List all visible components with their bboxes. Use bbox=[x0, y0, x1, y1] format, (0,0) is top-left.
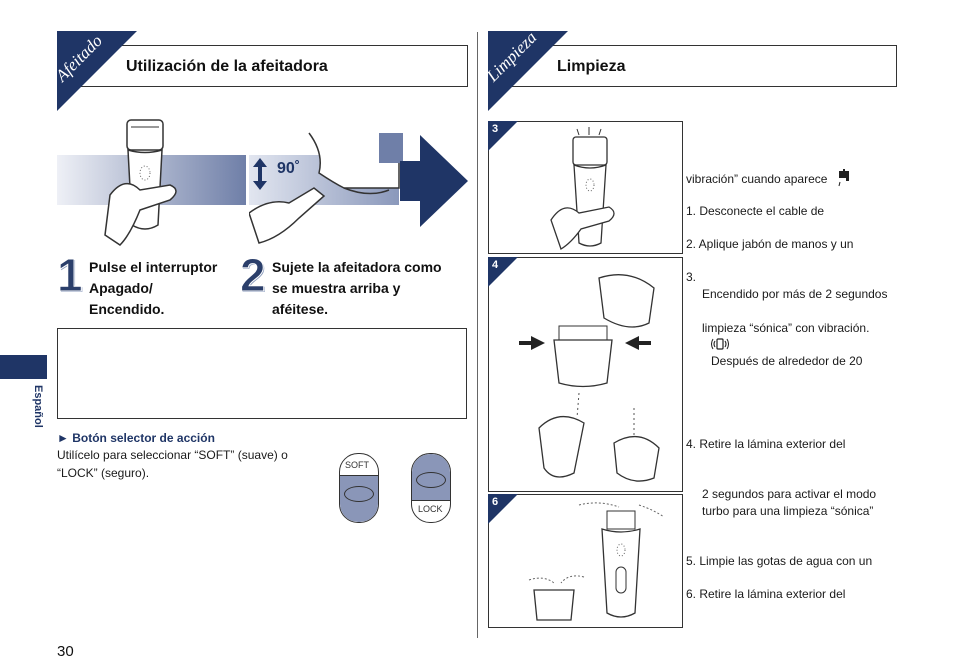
right-section-title: Limpieza bbox=[557, 58, 626, 75]
vibration-icon bbox=[711, 338, 729, 350]
lock-label: LOCK bbox=[418, 504, 443, 514]
left-section-title: Utilización de la afeitadora bbox=[126, 58, 328, 75]
shaver-hand-illustration bbox=[104, 119, 177, 246]
figure-3-badge bbox=[488, 121, 518, 151]
cleaning-line-10: turbo para una limpieza “sónica” bbox=[702, 504, 874, 518]
cleaning-line-7: Después de alrededor de 20 bbox=[711, 354, 863, 368]
side-tab-label: Español bbox=[32, 385, 44, 428]
figure-6-badge bbox=[488, 494, 518, 524]
figure-4-badge bbox=[488, 257, 518, 287]
note-box bbox=[57, 328, 467, 419]
figure-6-badge-number: 6 bbox=[492, 496, 499, 508]
cleaning-line-2: 1. Desconecte el cable de bbox=[686, 204, 825, 218]
cleaning-line-5: Encendido por más de 2 segundos bbox=[702, 287, 888, 301]
angle-arrow-icon bbox=[253, 158, 267, 190]
left-section-header-box bbox=[57, 45, 468, 87]
figure-4-frame bbox=[488, 257, 683, 492]
selector-title: ► Botón selector de acción bbox=[57, 431, 215, 445]
figure-3-frame bbox=[488, 121, 683, 254]
big-right-arrow-icon bbox=[400, 135, 468, 227]
figure-6-frame bbox=[488, 494, 683, 628]
step-1-number: 1 bbox=[57, 249, 84, 302]
selector-desc-line-1: Utilícelo para seleccionar “SOFT” (suave… bbox=[57, 448, 288, 462]
right-section-tab-triangle bbox=[488, 31, 568, 111]
faucet-icon bbox=[838, 169, 849, 187]
cleaning-line-1: vibración” cuando aparece bbox=[686, 172, 828, 186]
figure-4-illustration bbox=[519, 274, 660, 482]
page-divider bbox=[477, 32, 478, 638]
step-2-text: Sujete la afeitadora como se muestra arr… bbox=[272, 259, 442, 317]
step-2-number: 2 bbox=[240, 249, 267, 302]
page-number: 30 bbox=[57, 643, 74, 660]
cleaning-line-6: limpieza “sónica” con vibración. bbox=[702, 321, 870, 335]
figure-6-illustration bbox=[528, 502, 665, 621]
figure-4-badge-number: 4 bbox=[492, 259, 499, 271]
cleaning-line-8: 4. Retire la lámina exterior del bbox=[686, 437, 846, 451]
selector-desc-line-2: “LOCK” (seguro). bbox=[57, 466, 150, 480]
cleaning-line-4: 3. bbox=[686, 270, 697, 284]
lock-switch bbox=[411, 453, 451, 523]
side-tab bbox=[0, 355, 47, 379]
cleaning-line-9: 2 segundos para activar el modo bbox=[702, 487, 877, 501]
figure-3-badge-number: 3 bbox=[492, 123, 499, 135]
step-1-text: Pulse el interruptor Apagado/ Encendido. bbox=[89, 259, 218, 317]
cleaning-line-11: 5. Limpie las gotas de agua con un bbox=[686, 554, 873, 568]
cleaning-line-12: 6. Retire la lámina exterior del bbox=[686, 587, 846, 601]
soft-label: SOFT bbox=[345, 460, 369, 470]
left-section-tab-triangle bbox=[57, 31, 137, 111]
figure-3-illustration bbox=[550, 127, 615, 250]
face-shaving-illustration bbox=[249, 132, 403, 244]
soft-switch bbox=[339, 453, 379, 523]
angle-label: 90˚ bbox=[277, 160, 301, 177]
cleaning-line-3: 2. Aplique jabón de manos y un bbox=[686, 237, 854, 251]
